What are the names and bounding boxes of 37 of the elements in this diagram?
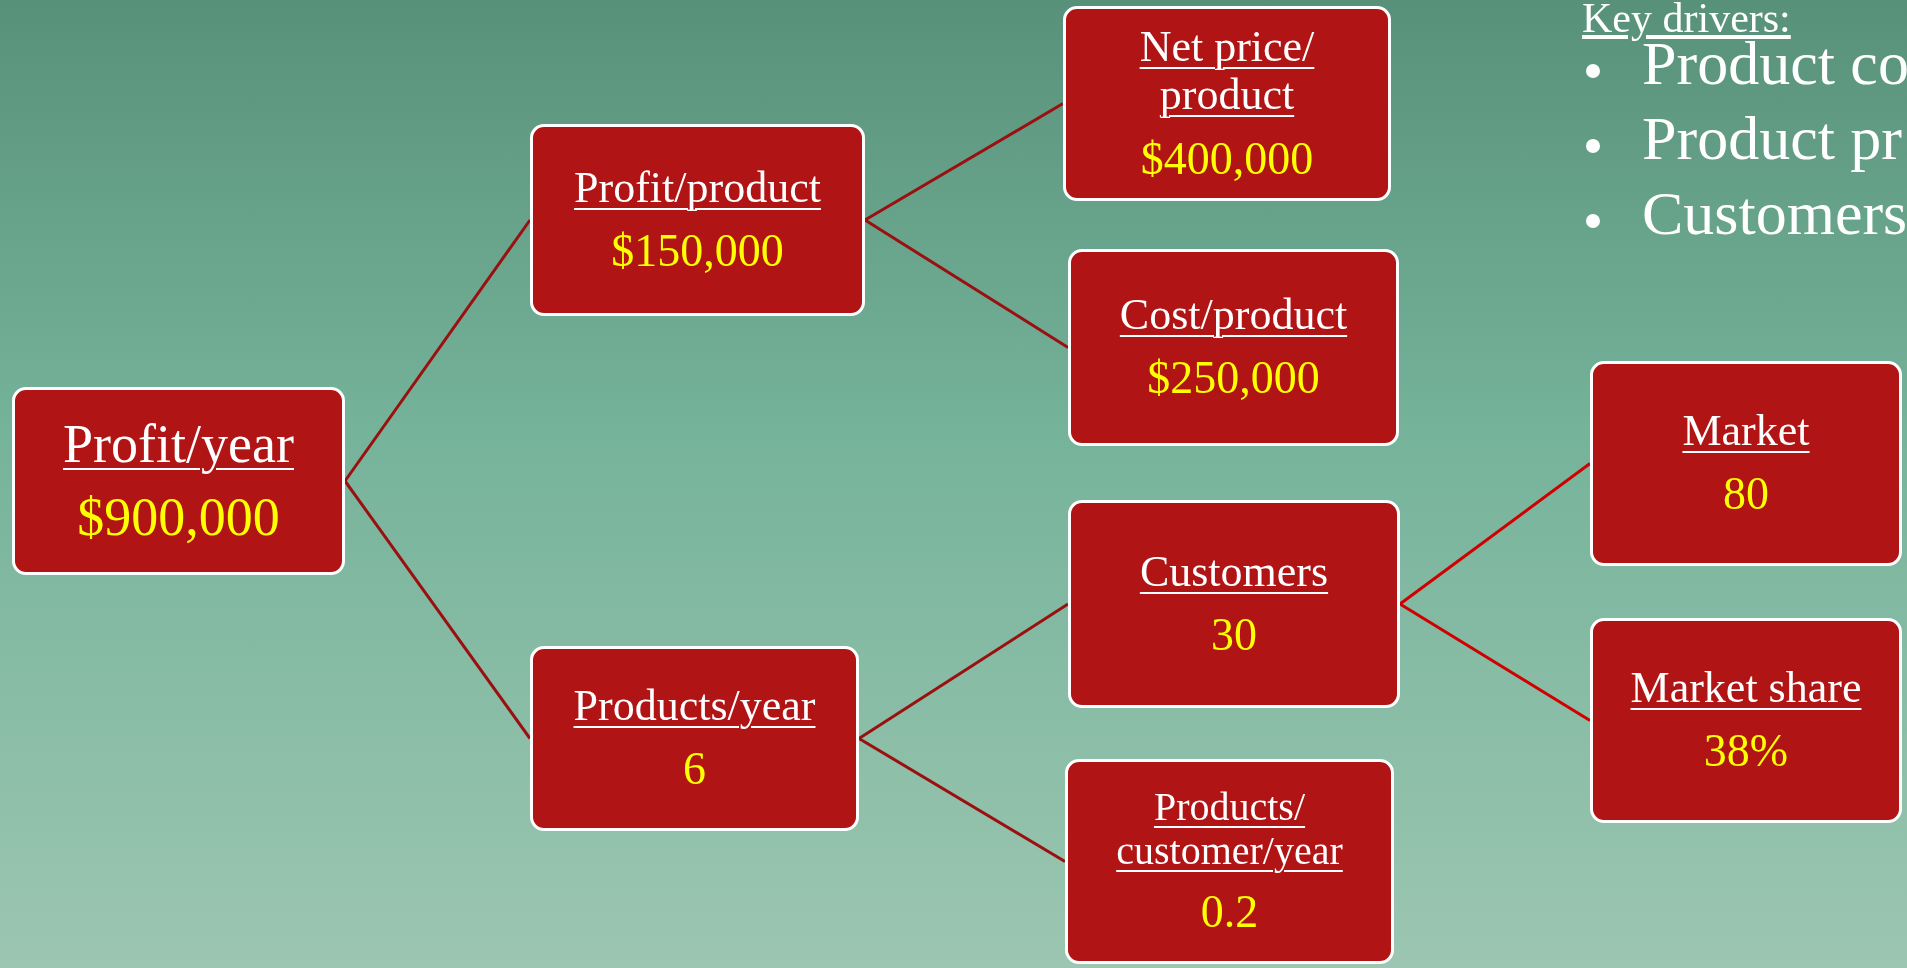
connector-line <box>1399 602 1591 722</box>
metric-name: Net price/ product <box>1138 22 1316 120</box>
metric-value: 38% <box>1703 726 1789 777</box>
connector-line <box>343 219 532 482</box>
metric-box <box>1590 618 1902 823</box>
metric-box <box>530 124 865 316</box>
metric-box <box>1068 249 1399 446</box>
metric-value: $250,000 <box>1147 353 1320 404</box>
metric-name: Customers <box>1139 547 1329 596</box>
metric-value: 6 <box>683 744 706 795</box>
metric-name: Products/ customer/year <box>1115 785 1344 874</box>
bullet-item: Product pr <box>1642 103 1903 174</box>
metric-name: Market share <box>1630 664 1862 713</box>
metric-name: Profit/product <box>574 163 821 212</box>
connector-line <box>1399 462 1591 606</box>
connector-line <box>858 602 1069 740</box>
metric-box <box>1065 759 1394 964</box>
metric-value: 80 <box>1723 469 1769 520</box>
connector-line <box>864 218 1069 349</box>
metric-value: $400,000 <box>1140 133 1314 185</box>
metric-box <box>12 387 345 575</box>
connector-line <box>858 737 1066 863</box>
metric-value: $900,000 <box>77 488 280 548</box>
metric-box <box>1063 6 1391 201</box>
connector-line <box>864 102 1064 222</box>
metric-name: Profit/year <box>63 414 294 474</box>
metric-box <box>1590 361 1902 566</box>
metric-name: Products/year <box>573 682 816 731</box>
metric-box <box>1068 500 1400 708</box>
metric-box <box>530 646 859 831</box>
connector-line <box>343 480 532 740</box>
bullet-item: Customers <box>1642 178 1907 249</box>
metric-value: $150,000 <box>611 225 784 277</box>
metric-name: Market <box>1682 407 1810 456</box>
metric-value: 0.2 <box>1200 887 1259 938</box>
metric-value: 30 <box>1211 609 1257 661</box>
metric-name: Cost/product <box>1119 291 1348 340</box>
